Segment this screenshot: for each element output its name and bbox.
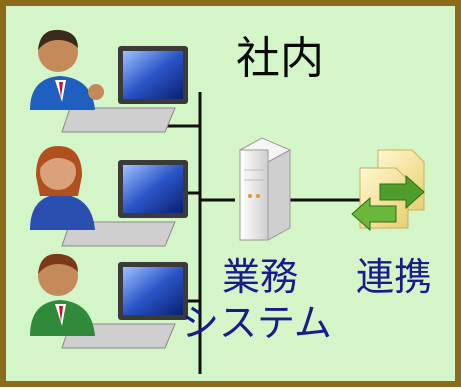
page-title: 社内 [236,33,324,84]
businessman-laptop-icon [30,29,188,133]
system-label-line2: システム [181,301,332,345]
system-label-line1: 業務 [222,255,299,299]
businesswoman-laptop-icon [30,146,188,247]
server-icon [238,137,292,241]
document-exchange-icon [351,149,425,232]
businessman-green-laptop-icon [30,253,188,349]
link-label: 連携 [356,255,433,299]
